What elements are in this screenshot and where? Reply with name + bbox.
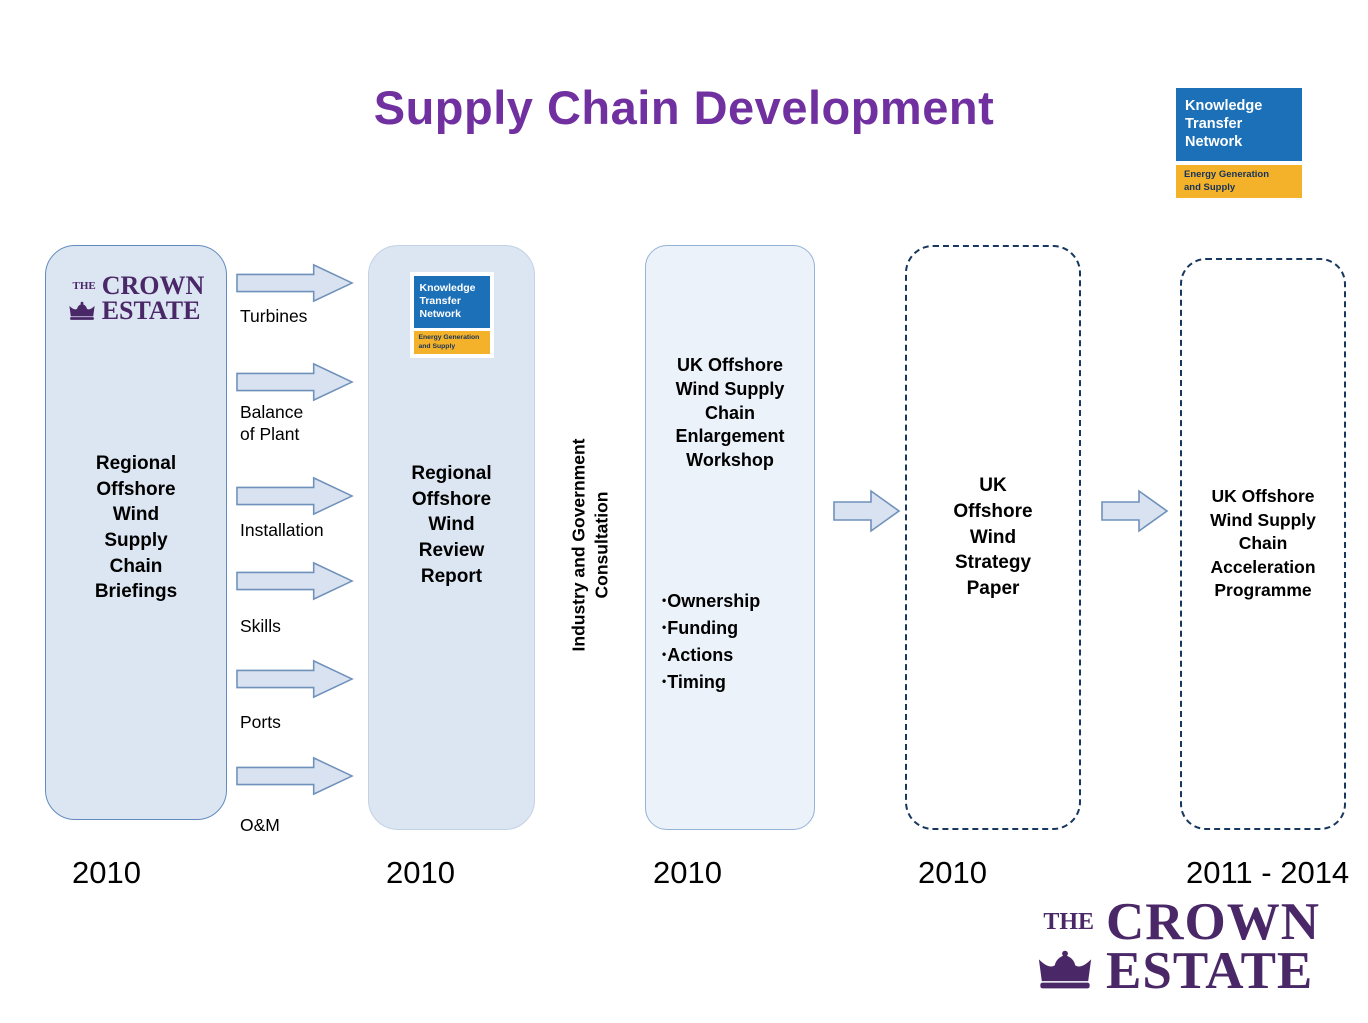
crown-estate-logo-small: THE CROWN ESTATE [68, 271, 205, 325]
ktn-logo: Knowledge Transfer Network Energy Genera… [1176, 88, 1302, 199]
stage-1-label: Regional Offshore Wind Supply Chain Brie… [94, 453, 178, 603]
ktn-logo-band-line: and Supply [1184, 181, 1236, 193]
ktn-logo-line: Transfer [419, 295, 461, 308]
stage-3-title: UK Offshore Wind Supply Chain Enlargemen… [675, 355, 785, 470]
crown-logo-crown: CROWN [1106, 893, 1321, 951]
bullet-item: Actions [662, 642, 760, 669]
crown-icon [68, 301, 96, 322]
ktn-logo-line: Knowledge [1185, 98, 1263, 114]
flow-arrow-6 [236, 756, 354, 796]
ktn-logo-band: Energy Generation and Supply [413, 331, 490, 355]
ktn-logo-line: Transfer [1185, 116, 1243, 133]
ktn-logo-band-line: and Supply [418, 342, 456, 350]
bullet-item: Timing [662, 669, 760, 696]
ktn-logo-band: Energy Generation and Supply [1176, 165, 1302, 199]
arrow-right-icon [833, 489, 901, 533]
stage-4-label: UK Offshore Wind Strategy Paper [953, 475, 1033, 599]
arrow-right-icon [236, 263, 354, 303]
arrow-right-icon [236, 756, 354, 796]
stage-3-box: UK Offshore Wind Supply Chain Enlargemen… [645, 245, 815, 830]
flow-arrow-3 [236, 476, 354, 516]
slide-title: Supply Chain Development [373, 81, 995, 134]
flow-arrow-4 [236, 561, 354, 601]
ktn-logo-band-line: Energy Generation [1184, 169, 1269, 181]
stage-3-bullets: Ownership Funding Actions Timing [662, 588, 760, 696]
flow-arrow-label-5: Ports [240, 712, 281, 732]
stage-5-box: UK Offshore Wind Supply Chain Accelerati… [1180, 258, 1346, 830]
arrow-right-icon [236, 476, 354, 516]
flow-arrow-5 [236, 659, 354, 699]
stage-2-year: 2010 [386, 855, 455, 890]
flow-arrow-label-1: Turbines [240, 306, 308, 326]
stage-1-box: THE CROWN ESTATE Regional Offshore Wind … [45, 245, 227, 820]
flow-arrow-label-6: O&M [240, 815, 280, 835]
stage-4-box: UK Offshore Wind Strategy Paper [905, 245, 1081, 830]
stage-4-year: 2010 [918, 855, 987, 890]
crown-logo-the: THE [72, 280, 96, 293]
consultation-label: Industry and Government Consultation [568, 438, 611, 652]
ktn-logo-band-line: Energy Generation [418, 334, 480, 342]
crown-estate-logo: THE CROWN ESTATE [1036, 893, 1321, 1000]
ktn-logo-name: Knowledge Transfer Network [1176, 88, 1302, 162]
flow-arrow-label-4: Skills [240, 616, 281, 636]
arrow-right-icon [1101, 489, 1169, 533]
step-arrow-2 [1101, 488, 1169, 534]
arrow-right-icon [236, 561, 354, 601]
crown-icon [1036, 949, 1094, 993]
bullet-item: Funding [662, 615, 760, 642]
flow-arrow-label-3: Installation [240, 520, 324, 540]
ktn-logo-name: Knowledge Transfer Network [413, 276, 490, 329]
stage-1-year: 2010 [72, 855, 141, 890]
ktn-logo-line: Network [419, 308, 461, 321]
arrow-right-icon [236, 659, 354, 699]
bullet-item: Ownership [662, 588, 760, 615]
crown-logo-the: THE [1043, 908, 1094, 935]
crown-logo-estate: ESTATE [101, 295, 201, 325]
arrow-right-icon [236, 362, 354, 402]
ktn-logo-line: Network [1185, 134, 1243, 151]
flow-arrow-2 [236, 362, 354, 402]
stage-5-year: 2011 - 2014 [1186, 855, 1350, 890]
stage-3-year: 2010 [653, 855, 722, 890]
ktn-logo-small: Knowledge Transfer Network Energy Genera… [409, 272, 494, 359]
stage-2-label: Regional Offshore Wind Review Report [411, 463, 492, 587]
stage-5-label: UK Offshore Wind Supply Chain Accelerati… [1210, 485, 1316, 601]
flow-arrow-1 [236, 263, 354, 303]
stage-2-box: Knowledge Transfer Network Energy Genera… [368, 245, 535, 830]
ktn-logo-line: Knowledge [419, 282, 476, 294]
step-arrow-1 [833, 488, 901, 534]
crown-logo-estate: ESTATE [1106, 941, 1314, 1000]
flow-arrow-label-2: Balance of Plant [240, 402, 304, 444]
crown-logo-crown: CROWN [101, 271, 205, 300]
